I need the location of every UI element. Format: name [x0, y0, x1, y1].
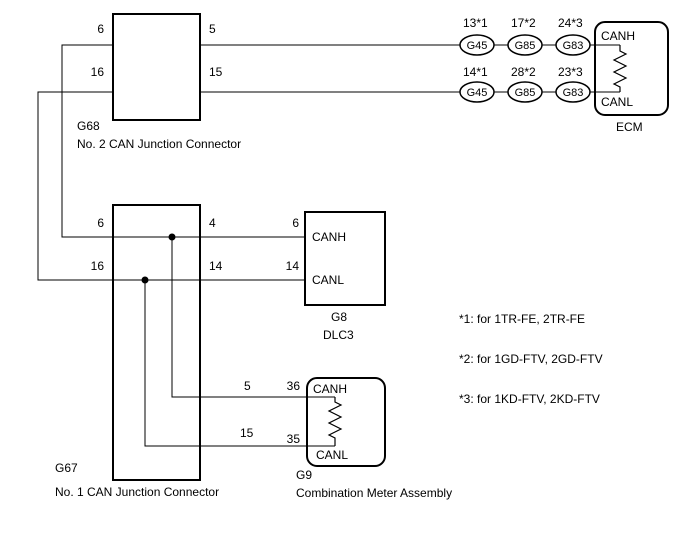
g67-pin-canl-right-label: 14 [209, 259, 223, 273]
connector-oval-canl-g85 [507, 81, 543, 103]
oval-id-canl-g85: G85 [515, 87, 536, 99]
oval-id-canh-g45: G45 [467, 40, 488, 52]
g67-pin-canh-right-label: 4 [209, 216, 216, 230]
oval-id-canh-g83: G83 [563, 40, 584, 52]
ecm-canh-label: CANH [601, 29, 635, 43]
wire-canh-g68-to-g67 [61, 44, 113, 238]
wire-canl-g68-to-g67 [37, 91, 113, 281]
g67-pin-canl-left-label: 16 [91, 259, 105, 273]
wire-canh-g67-to-g9 [171, 237, 335, 398]
footnote-3: *3: for 1KD-FTV, 2KD-FTV [459, 392, 600, 406]
g67-junction-connector-box [112, 204, 201, 481]
g68-junction-connector-box [112, 13, 201, 121]
g67-id-label: G67 [55, 461, 78, 475]
g9-meter-box [306, 377, 386, 467]
g67-pin-meter-canh-label: 5 [244, 379, 251, 393]
g9-canh-label: CANH [313, 382, 347, 396]
pin-label-canh-g85: 17*2 [511, 16, 536, 30]
oval-id-canl-g83: G83 [563, 87, 584, 99]
g9-caption: Combination Meter Assembly [296, 486, 452, 500]
ecm-terminating-resistor [612, 45, 628, 92]
g68-id-label: G68 [77, 119, 100, 133]
ecm-id-label: ECM [616, 120, 643, 134]
pin-label-canl-g45: 14*1 [463, 65, 488, 79]
junction-dot-canh [168, 233, 176, 241]
ecm-box [594, 21, 669, 116]
dlc3-caption: DLC3 [323, 328, 354, 342]
oval-id-canh-g85: G85 [515, 40, 536, 52]
dlc3-pin-canh-label: 6 [292, 216, 299, 230]
pin-label-canl-g85: 28*2 [511, 65, 536, 79]
g9-id-label: G9 [296, 468, 312, 482]
ecm-canl-label: CANL [601, 95, 633, 109]
connector-oval-canl-g45 [459, 81, 495, 103]
connector-oval-canh-g45 [459, 34, 495, 56]
connector-oval-canl-g83 [555, 81, 591, 103]
g68-pin-canl-left-label: 16 [91, 65, 105, 79]
connector-oval-canh-g83 [555, 34, 591, 56]
oval-id-canl-g45: G45 [467, 87, 488, 99]
wire-canl-g67-to-g9 [144, 280, 335, 447]
g67-pin-meter-canl-label: 15 [240, 426, 254, 440]
g67-caption: No. 1 CAN Junction Connector [55, 485, 219, 499]
g9-pin-canh-label: 36 [287, 379, 301, 393]
pin-label-canl-g83: 23*3 [558, 65, 583, 79]
dlc3-canl-label: CANL [312, 273, 344, 287]
pin-label-canh-g83: 24*3 [558, 16, 583, 30]
g9-canl-label: CANL [316, 448, 348, 462]
g9-terminating-resistor [327, 397, 343, 446]
connector-oval-canh-g85 [507, 34, 543, 56]
g9-pin-canl-label: 35 [287, 432, 301, 446]
dlc3-canh-label: CANH [312, 230, 346, 244]
dlc3-box [304, 211, 386, 306]
g68-pin-canh-right-label: 5 [209, 22, 216, 36]
g68-pin-canl-right-label: 15 [209, 65, 223, 79]
g68-pin-canh-left-label: 6 [97, 22, 104, 36]
g67-pin-canh-left-label: 6 [97, 216, 104, 230]
dlc3-pin-canl-label: 14 [286, 259, 300, 273]
footnote-2: *2: for 1GD-FTV, 2GD-FTV [459, 352, 603, 366]
footnote-1: *1: for 1TR-FE, 2TR-FE [459, 312, 585, 326]
dlc3-id-label: G8 [331, 310, 347, 324]
g68-caption: No. 2 CAN Junction Connector [77, 137, 241, 151]
pin-label-canh-g45: 13*1 [463, 16, 488, 30]
junction-dot-canl [141, 276, 149, 284]
